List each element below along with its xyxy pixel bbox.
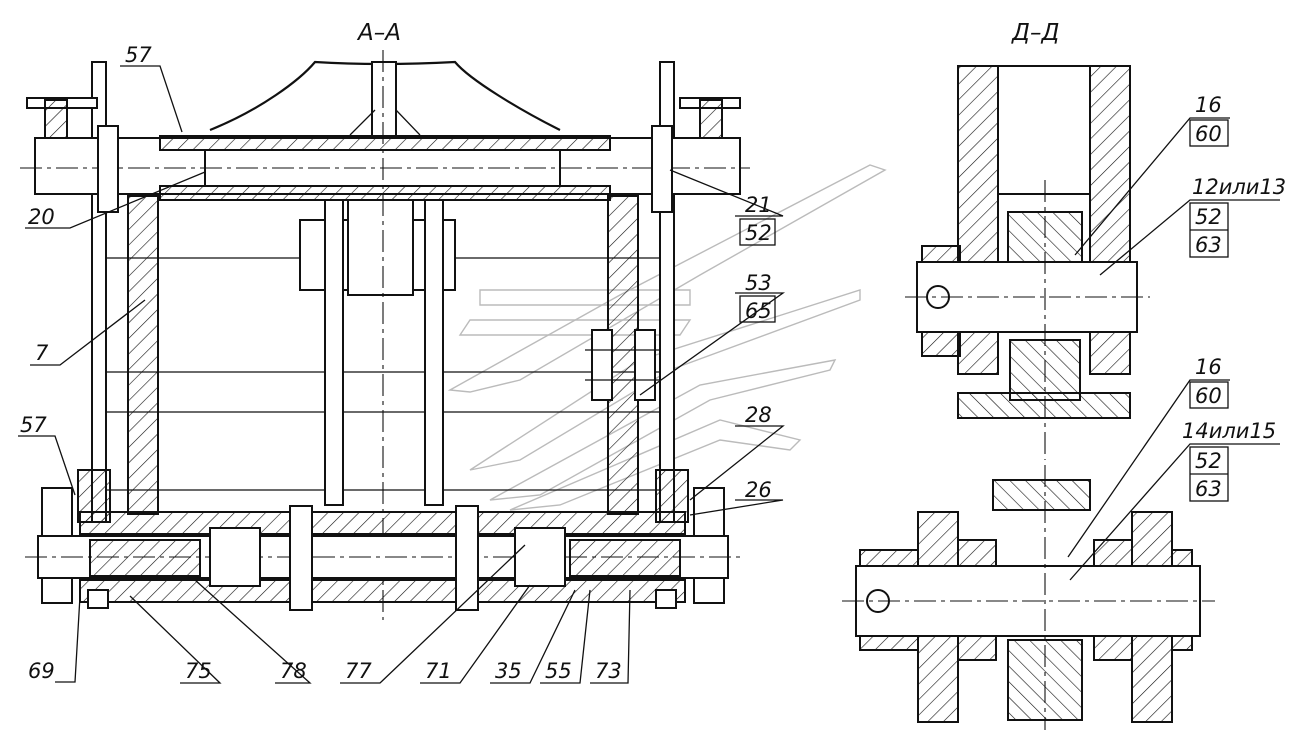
callout-75: 75 (185, 659, 212, 683)
left-column (127, 195, 159, 515)
callout-7: 7 (35, 341, 49, 365)
callout-57-top: 57 (125, 43, 152, 67)
callout-35: 35 (495, 659, 522, 683)
callout-16-upper: 16 (1195, 93, 1222, 117)
upper-tube-bottom (159, 185, 611, 201)
callout-53: 53 (745, 271, 772, 295)
center-post (371, 61, 397, 143)
section-a-a: А–А (20, 20, 750, 620)
upper-tube-top (159, 135, 611, 151)
callout-60-lower: 60 (1195, 384, 1222, 408)
right-column (607, 195, 639, 515)
callout-26: 26 (745, 478, 772, 502)
callout-12-13: 12или13 (1192, 175, 1286, 199)
callout-65: 65 (745, 299, 772, 323)
callout-63-upper: 63 (1195, 233, 1222, 257)
callout-52-lower: 52 (1195, 449, 1222, 473)
callout-52-upper: 52 (1195, 205, 1222, 229)
callout-28: 28 (745, 403, 772, 427)
lower-tube-top (79, 511, 686, 535)
leaders-left (18, 65, 786, 684)
leaders-right (1067, 117, 1280, 581)
callout-78: 78 (280, 659, 307, 683)
section-a-a-title: А–А (356, 20, 401, 46)
callout-55: 55 (545, 659, 572, 683)
callout-60-upper: 60 (1195, 122, 1222, 146)
callout-14-15: 14или15 (1182, 419, 1276, 443)
callout-16-lower: 16 (1195, 355, 1222, 379)
section-d-d-title: Д–Д (1011, 20, 1059, 46)
callout-69: 69 (28, 659, 55, 683)
callout-63-lower: 63 (1195, 477, 1222, 501)
callout-52: 52 (745, 221, 772, 245)
callout-20: 20 (28, 205, 55, 229)
callout-71: 71 (425, 659, 452, 683)
callout-21: 21 (745, 193, 772, 217)
section-d-d: Д–Д (842, 20, 1215, 730)
callout-57-bottom: 57 (20, 413, 47, 437)
lower-tube-bottom (79, 579, 686, 603)
callout-77: 77 (345, 659, 372, 683)
callout-73: 73 (595, 659, 622, 683)
